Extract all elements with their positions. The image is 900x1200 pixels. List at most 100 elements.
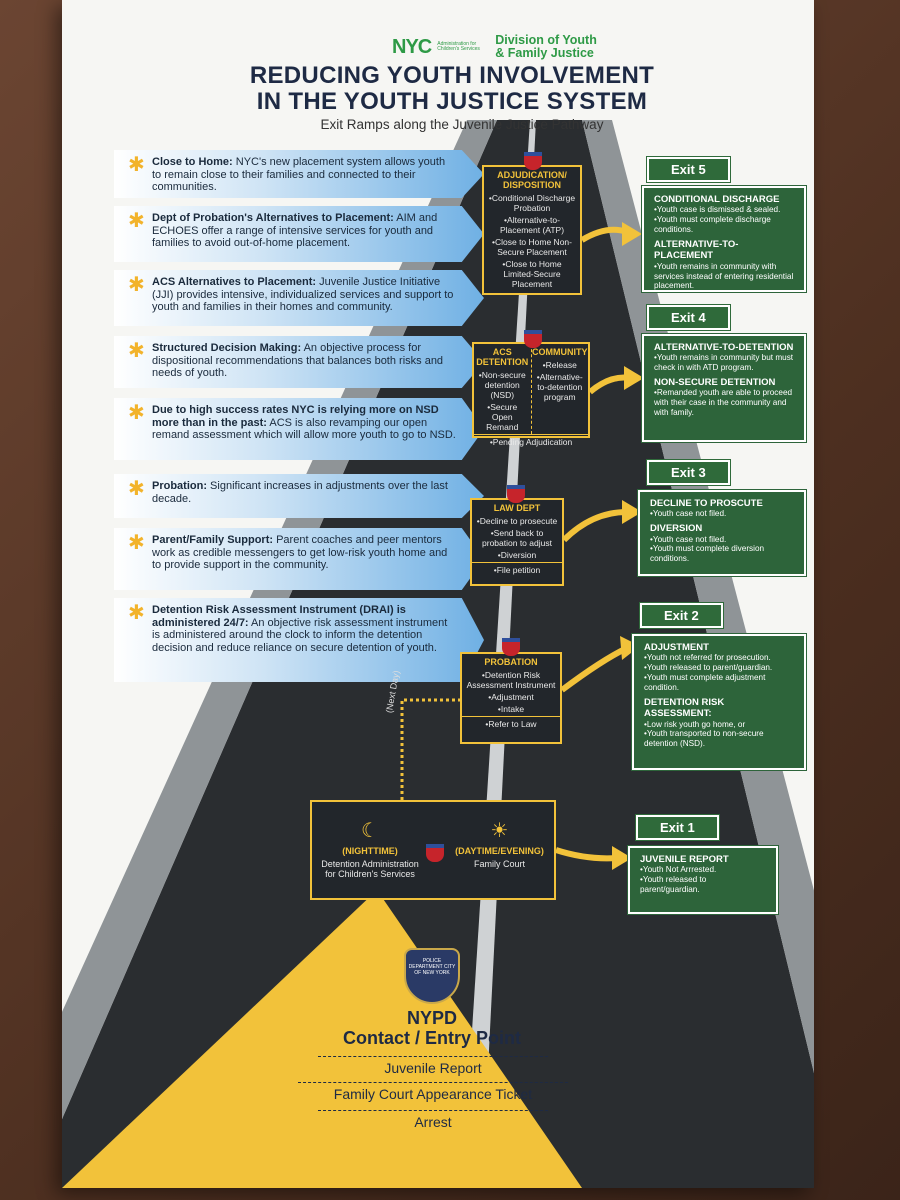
logo-division-line1: Division of Youth <box>495 33 597 47</box>
title-line1: REDUCING YOUTH INVOLVEMENT <box>249 62 655 89</box>
banner-close-to-home: ✱ Close to Home: NYC's new placement sys… <box>114 150 484 198</box>
exit-heading: DETENTION RISK ASSESSMENT: <box>644 696 725 720</box>
banner-heading: Parent/Family Support: <box>152 534 274 546</box>
star-icon: ✱ <box>128 478 145 500</box>
day-label: (DAYTIME/EVENING) <box>455 846 544 856</box>
banner-probation: ✱ Probation: Significant increases in ad… <box>114 474 484 518</box>
exit-item: •Youth case not filed. <box>650 534 727 544</box>
highway-shield-icon <box>524 152 542 170</box>
exit-heading: ADJUSTMENT <box>644 642 709 653</box>
box-court: ☾ (NIGHTTIME) Detention Administration f… <box>310 800 556 900</box>
subtitle: Exit Ramps along the Juvenile Justice Pa… <box>320 117 604 132</box>
court-night: ☾ (NIGHTTIME) Detention Administration f… <box>320 818 420 879</box>
box-item: •Decline to prosecute <box>476 516 558 526</box>
exit-item: •Youth Not Arrrested. <box>640 865 717 875</box>
banner-text: An objective process for dispositional r… <box>152 342 444 380</box>
box-adjudication: ADJUDICATION/ DISPOSITION •Conditional D… <box>482 165 582 295</box>
banner-heading: Due to high success rates NYC is relying… <box>152 404 439 429</box>
exit-heading: ALTERNATIVE-TO-PLACEMENT <box>654 238 739 262</box>
banner-text: ACS is also revamping our open remand as… <box>152 416 456 442</box>
banner-text: Juvenile Justice Initiative (JJI) provid… <box>152 276 454 314</box>
banner-nsd: ✱ Due to high success rates NYC is relyi… <box>114 398 484 460</box>
sun-icon: ☀ <box>490 820 509 842</box>
entry-subtitle: Contact / Entry Point <box>342 1028 521 1048</box>
highway-shield-icon <box>524 330 542 348</box>
exit-item: •Youth not referred for prosecution. <box>644 653 771 663</box>
banner-text: Parent coaches and peer mentors work as … <box>152 534 448 572</box>
banner-text: Significant increases in adjustments ove… <box>152 480 448 505</box>
exit-item: •Youth case not filed. <box>650 509 727 519</box>
exit-item: •Youth transported to non-secure detenti… <box>644 729 764 749</box>
exit-2-label: Exit 2 <box>640 603 723 628</box>
box-acs-detention: ACS DETENTION •Non-secure detention (NSD… <box>472 342 590 447</box>
exit-item: •Youth case is dismissed & sealed. <box>654 205 781 215</box>
exit-heading: JUVENILE REPORT <box>640 854 729 865</box>
box-item: •Close to Home Non-Secure Placement <box>492 237 572 257</box>
exit-item: •Youth released to parent/guardian. <box>644 663 773 673</box>
box-item: •Adjustment <box>488 692 534 702</box>
banner-acs-alternatives: ✱ ACS Alternatives to Placement: Juvenil… <box>114 270 484 326</box>
star-icon: ✱ <box>128 532 145 554</box>
exit-heading: NON-SECURE DETENTION <box>654 377 776 389</box>
highway-shield-icon <box>507 485 525 503</box>
exit-item: •Low risk youth go home, or <box>644 719 746 729</box>
exit-1-label: Exit 1 <box>636 815 719 840</box>
box-footer: •Refer to Law <box>462 716 560 731</box>
title-line2: IN THE YOUTH JUSTICE SYSTEM <box>256 88 648 115</box>
exit-4-label: Exit 4 <box>647 305 730 330</box>
box-item: •Intake <box>497 704 525 714</box>
night-label: (NIGHTTIME) <box>342 846 398 856</box>
exit-heading: CONDITIONAL DISCHARGE <box>654 194 780 205</box>
star-icon: ✱ <box>128 274 145 296</box>
exit-item: •Youth must complete diversion condition… <box>650 544 765 564</box>
exit-arrows <box>555 222 644 870</box>
exit-1-box: JUVENILE REPORT •Youth Not Arrrested. •Y… <box>628 846 778 914</box>
exit-item: •Youth must complete discharge condition… <box>654 215 771 235</box>
box-footer: •Pending Adjudication <box>474 434 588 449</box>
exit-3-label: Exit 3 <box>647 460 730 485</box>
exit-2-box: ADJUSTMENT •Youth not referred for prose… <box>632 634 806 770</box>
logo-division: Division of Youth & Family Justice <box>495 33 597 61</box>
banner-parent-support: ✱ Parent/Family Support: Parent coaches … <box>114 528 484 590</box>
box-heading: LAW DEPT <box>493 503 541 513</box>
box-item: •Alternative-to-detention program <box>536 372 583 402</box>
exit-item: •Youth remains in community with service… <box>654 261 794 291</box>
star-icon: ✱ <box>128 402 145 424</box>
exit-item: •Youth remains in community but must che… <box>654 353 794 373</box>
nypd-badge-icon: POLICE DEPARTMENT CITY OF NEW YORK <box>404 948 460 1004</box>
exit-heading: DIVERSION <box>650 523 703 535</box>
moon-icon: ☾ <box>361 820 379 842</box>
entry-item-juvenile-report: Juvenile Report <box>318 1056 548 1076</box>
entry-title: NYPD <box>406 1008 457 1028</box>
box-item: •Detention Risk Assessment Instrument <box>466 670 556 690</box>
banner-heading: Detention Risk Assessment Instrument (DR… <box>152 604 406 629</box>
banner-heading: Structured Decision Making: <box>152 342 302 354</box>
badge-text: POLICE DEPARTMENT CITY OF NEW YORK <box>408 958 456 976</box>
banner-drai: ✱ Detention Risk Assessment Instrument (… <box>114 598 484 682</box>
box-item: •Diversion <box>497 550 537 560</box>
exit-5-label: Exit 5 <box>647 157 730 182</box>
star-icon: ✱ <box>128 340 145 362</box>
banner-text: AIM and ECHOES offer a range of intensiv… <box>152 212 438 250</box>
box-item: •Send back to probation to adjust <box>482 528 552 548</box>
banner-heading: Close to Home: <box>152 156 233 168</box>
logo-division-line2: & Family Justice <box>495 46 594 61</box>
banner-text: NYC's new placement system allows youth … <box>152 156 446 194</box>
box-law-dept: LAW DEPT •Decline to prosecute •Send bac… <box>470 498 564 586</box>
box-item: •Conditional Discharge Probation <box>488 193 576 213</box>
exit-heading: ALTERNATIVE-TO-DETENTION <box>654 342 794 353</box>
exit-heading: DECLINE TO PROSCUTE <box>650 498 763 509</box>
exit-4-box: ALTERNATIVE-TO-DETENTION •Youth remains … <box>642 334 806 442</box>
banner-heading: ACS Alternatives to Placement: <box>152 276 317 288</box>
box-footer: •File petition <box>472 562 562 577</box>
box-probation: PROBATION •Detention Risk Assessment Ins… <box>460 652 562 744</box>
banner-heading: Probation: <box>152 480 207 492</box>
banner-text: An objective risk assessment instrument … <box>152 616 448 654</box>
poster: NYC Administration for Children's Servic… <box>62 0 814 1188</box>
box-heading-detention: ACS DETENTION <box>476 347 529 367</box>
logo-sub: Administration for Children's Services <box>437 40 480 53</box>
highway-shield-icon <box>502 638 520 656</box>
nyc-logo: NYC Administration for Children's Servic… <box>392 33 597 61</box>
court-day: ☀ (DAYTIME/EVENING) Family Court <box>447 818 552 869</box>
entry-item-appearance-ticket: Family Court Appearance Ticket <box>298 1082 568 1102</box>
